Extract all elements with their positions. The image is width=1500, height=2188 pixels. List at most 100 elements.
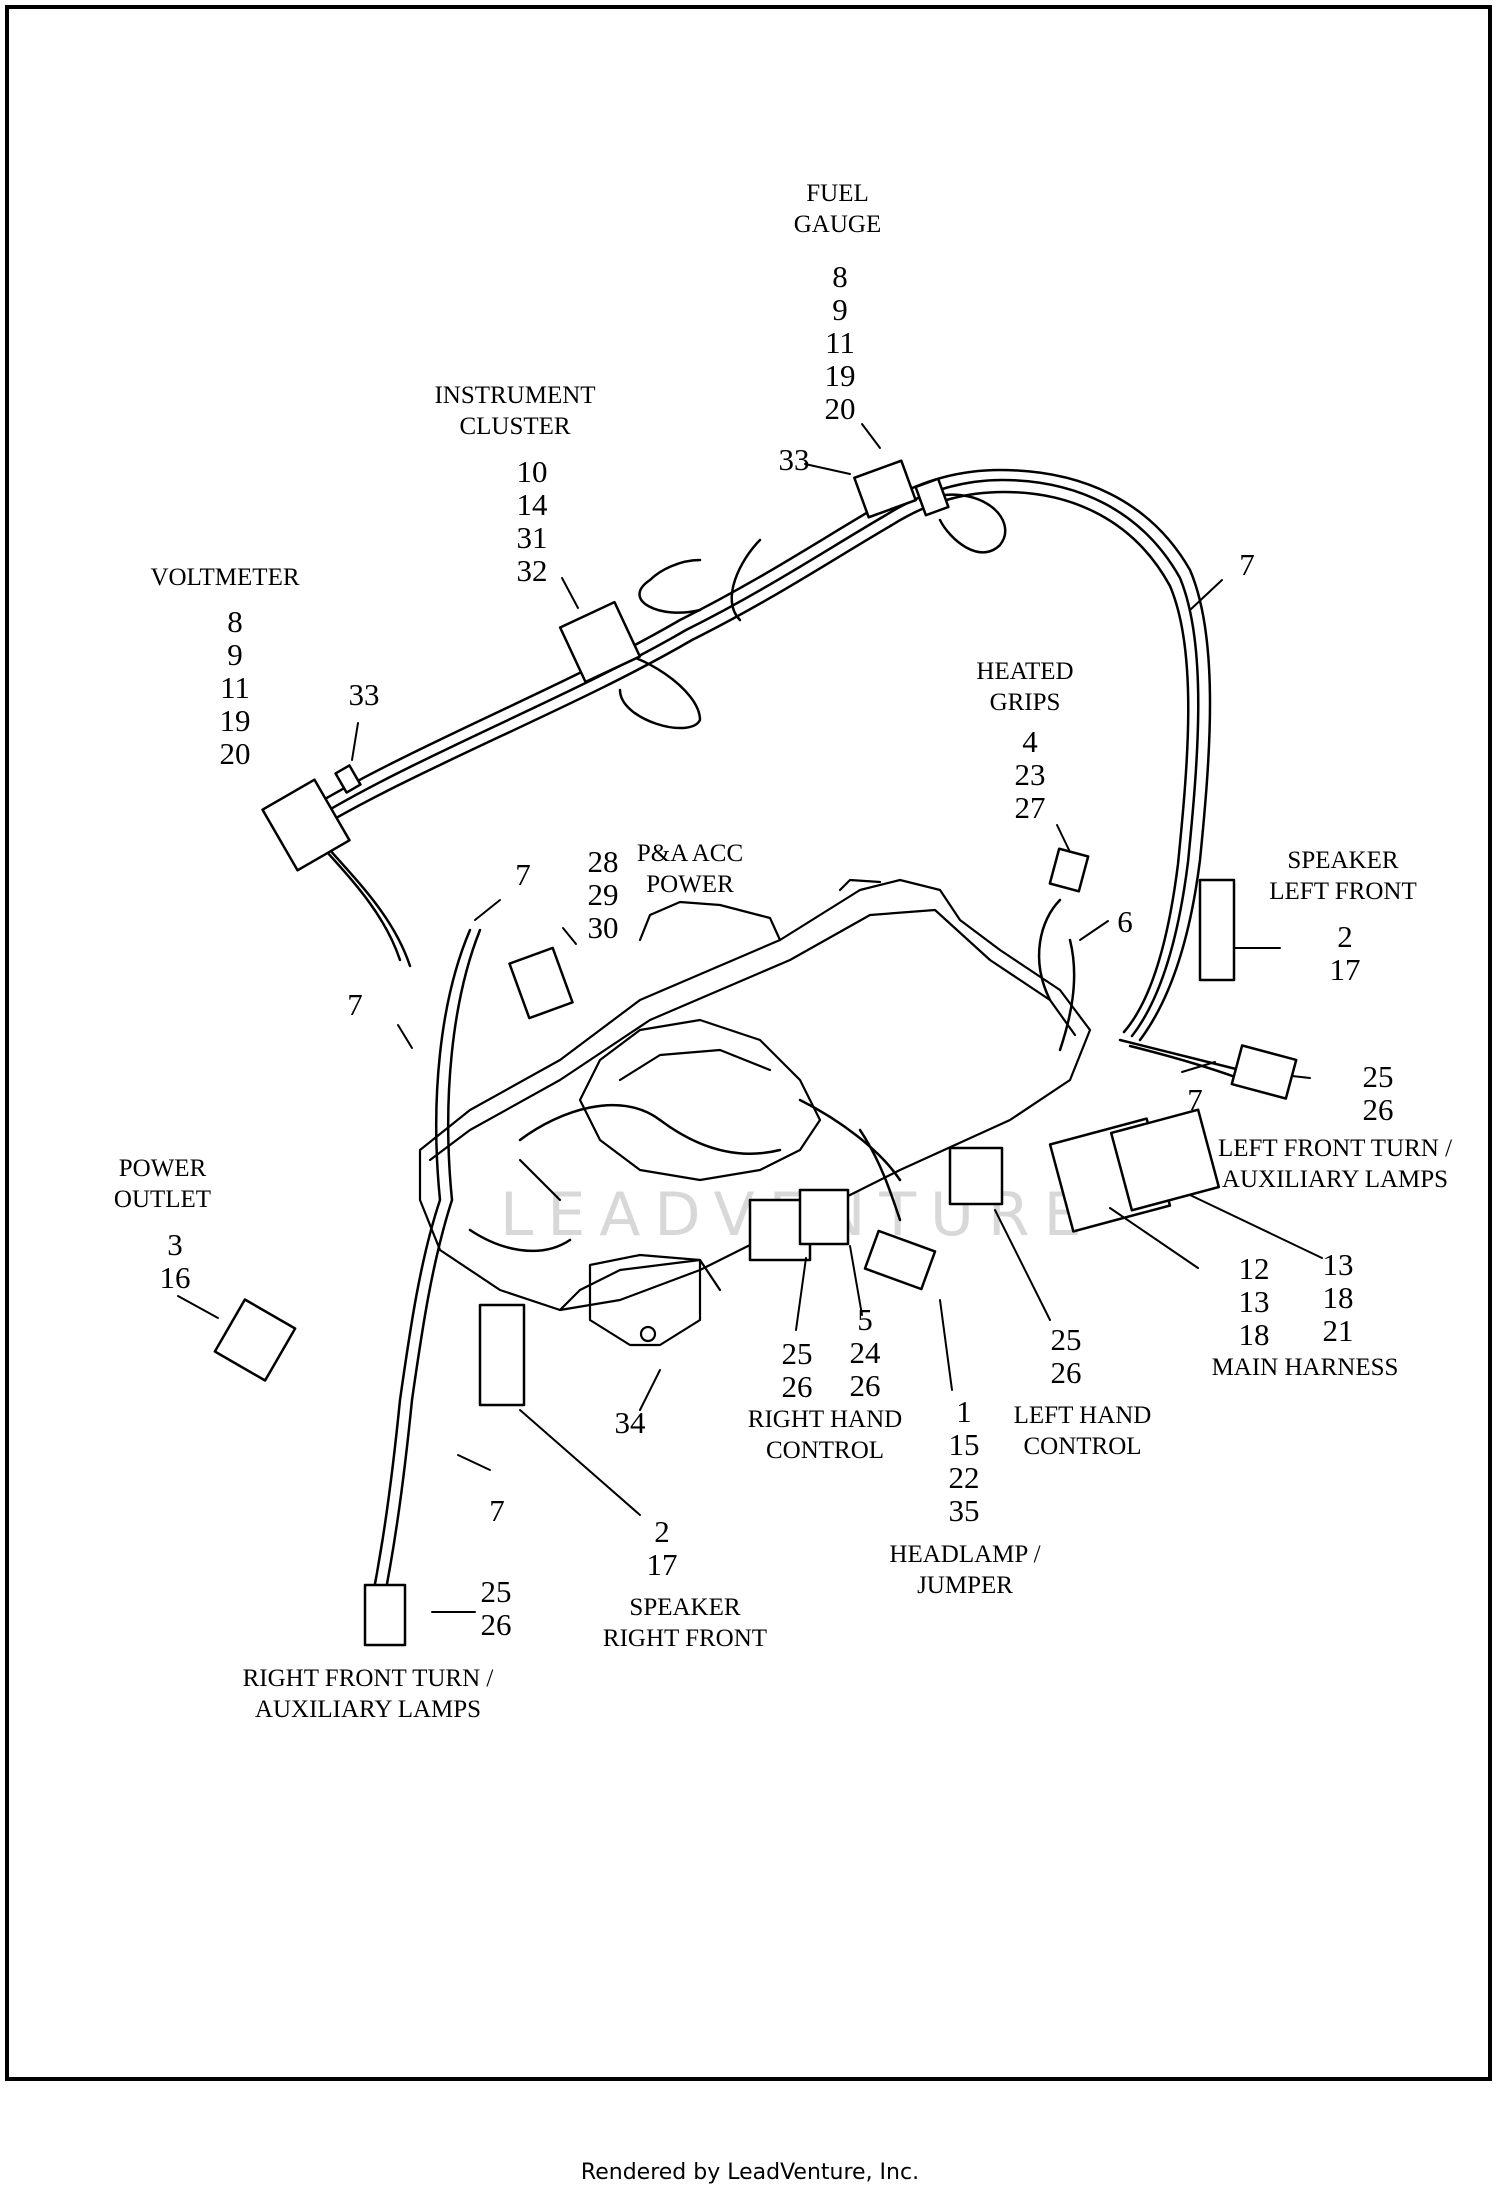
label-line: RIGHT FRONT xyxy=(602,1625,768,1652)
part-number: 20 xyxy=(219,736,251,771)
part-number: 26 xyxy=(480,1607,512,1642)
label-line: LEFT FRONT TURN / xyxy=(1217,1135,1453,1162)
label-line: GRIPS xyxy=(989,689,1061,716)
part-number: 24 xyxy=(849,1335,881,1370)
callout-7-lower-left: 7 xyxy=(489,1493,505,1528)
part-number: 9 xyxy=(832,292,848,327)
part-numbers-right-front-turn: 25 26 xyxy=(456,1575,536,1641)
part-number: 18 xyxy=(1238,1317,1270,1352)
label-line: OUTLET xyxy=(113,1186,212,1213)
part-number: 15 xyxy=(948,1427,980,1462)
part-number: 11 xyxy=(220,670,250,705)
label-line: GAUGE xyxy=(793,211,882,238)
connectors xyxy=(213,459,1298,1647)
part-number: 26 xyxy=(781,1369,813,1404)
part-numbers-main-harness-a: 12 13 18 xyxy=(1214,1252,1294,1351)
part-numbers-right-hand-control-b: 5 24 26 xyxy=(825,1303,905,1402)
part-numbers-instrument-cluster: 10 14 31 32 xyxy=(492,455,572,587)
part-number: 17 xyxy=(1329,952,1361,987)
part-numbers-voltmeter: 8 9 11 19 20 xyxy=(195,605,275,770)
part-numbers-heated-grips: 4 23 27 xyxy=(990,725,1070,824)
label-line: RIGHT FRONT TURN / xyxy=(242,1665,494,1692)
part-number: 10 xyxy=(516,454,548,489)
part-number: 2 xyxy=(654,1514,670,1549)
part-numbers-headlamp-jumper: 1 15 22 35 xyxy=(924,1395,1004,1527)
label-line: JUMPER xyxy=(917,1572,1013,1599)
label-line: P&A ACC xyxy=(636,840,744,867)
part-numbers-speaker-right-front: 2 17 xyxy=(622,1515,702,1581)
label-line: HEADLAMP / xyxy=(889,1541,1041,1568)
label-line: INSTRUMENT xyxy=(434,382,596,409)
label-heated-grips: HEATED GRIPS xyxy=(960,656,1090,718)
part-number: 19 xyxy=(219,703,251,738)
part-number: 16 xyxy=(159,1260,191,1295)
label-left-hand-control: LEFT HAND CONTROL xyxy=(1010,1400,1155,1462)
part-number: 18 xyxy=(1322,1280,1354,1315)
label-right-hand-control: RIGHT HAND CONTROL xyxy=(740,1404,910,1466)
callout-7-left-mid: 7 xyxy=(347,987,363,1022)
part-number: 25 xyxy=(480,1574,512,1609)
part-number: 26 xyxy=(1362,1092,1394,1127)
part-numbers-left-front-turn: 25 26 xyxy=(1338,1060,1418,1126)
part-number: 19 xyxy=(824,358,856,393)
label-left-front-turn: LEFT FRONT TURN / AUXILIARY LAMPS xyxy=(1200,1133,1470,1195)
label-line: AUXILIARY LAMPS xyxy=(1221,1166,1449,1193)
label-power-outlet: POWER OUTLET xyxy=(100,1153,225,1215)
callout-7-left-upper: 7 xyxy=(515,857,531,892)
part-number: 9 xyxy=(227,637,243,672)
part-number: 21 xyxy=(1322,1313,1354,1348)
label-line: SPEAKER xyxy=(629,1594,741,1621)
part-number: 3 xyxy=(167,1227,183,1262)
part-number: 28 xyxy=(587,844,619,879)
label-line: LEFT HAND xyxy=(1013,1402,1152,1429)
label-line: CONTROL xyxy=(1023,1433,1142,1460)
part-number: 20 xyxy=(824,391,856,426)
callout-33-voltmeter: 33 xyxy=(348,677,380,712)
part-numbers-right-hand-control-a: 25 26 xyxy=(757,1337,837,1403)
callout-34: 34 xyxy=(614,1405,646,1440)
footer-credit: Rendered by LeadVenture, Inc. xyxy=(580,2160,920,2185)
part-number: 25 xyxy=(1050,1322,1082,1357)
label-main-harness: MAIN HARNESS xyxy=(1200,1352,1410,1383)
part-number: 30 xyxy=(587,910,619,945)
part-number: 1 xyxy=(956,1394,972,1429)
part-numbers-speaker-left-front: 2 17 xyxy=(1305,920,1385,986)
part-number: 13 xyxy=(1238,1284,1270,1319)
label-line: VOLTMETER xyxy=(150,564,300,591)
label-line: FUEL xyxy=(806,180,869,207)
part-number: 26 xyxy=(1050,1355,1082,1390)
part-number: 8 xyxy=(227,604,243,639)
part-numbers-pa-acc-power: 28 29 30 xyxy=(563,845,643,944)
label-right-front-turn: RIGHT FRONT TURN / AUXILIARY LAMPS xyxy=(218,1663,518,1725)
part-number: 5 xyxy=(857,1302,873,1337)
part-number: 31 xyxy=(516,520,548,555)
label-speaker-left-front: SPEAKER LEFT FRONT xyxy=(1258,845,1428,907)
label-line: HEATED xyxy=(976,658,1074,685)
label-speaker-right-front: SPEAKER RIGHT FRONT xyxy=(590,1592,780,1654)
part-number: 22 xyxy=(948,1460,980,1495)
label-pa-acc-power: P&A ACC POWER xyxy=(620,838,760,900)
part-number: 35 xyxy=(948,1493,980,1528)
label-voltmeter: VOLTMETER xyxy=(140,562,310,593)
part-numbers-power-outlet: 3 16 xyxy=(135,1228,215,1294)
part-numbers-fuel-gauge: 8 9 11 19 20 xyxy=(800,260,880,425)
label-fuel-gauge: FUEL GAUGE xyxy=(770,178,905,240)
label-line: CLUSTER xyxy=(459,413,571,440)
part-number: 29 xyxy=(587,877,619,912)
label-line: POWER xyxy=(646,871,734,898)
callout-7-upper-right: 7 xyxy=(1239,547,1255,582)
part-number: 26 xyxy=(849,1368,881,1403)
leader-lines xyxy=(177,423,1323,1613)
part-number: 27 xyxy=(1014,790,1046,825)
part-number: 11 xyxy=(825,325,855,360)
part-number: 14 xyxy=(516,487,548,522)
part-number: 2 xyxy=(1337,919,1353,954)
diagram-frame xyxy=(5,5,1492,2081)
label-headlamp-jumper: HEADLAMP / JUMPER xyxy=(880,1539,1050,1601)
harness-tray xyxy=(418,878,1092,1347)
part-number: 25 xyxy=(781,1336,813,1371)
callout-6: 6 xyxy=(1117,904,1133,939)
part-number: 12 xyxy=(1238,1251,1270,1286)
part-number: 25 xyxy=(1362,1059,1394,1094)
